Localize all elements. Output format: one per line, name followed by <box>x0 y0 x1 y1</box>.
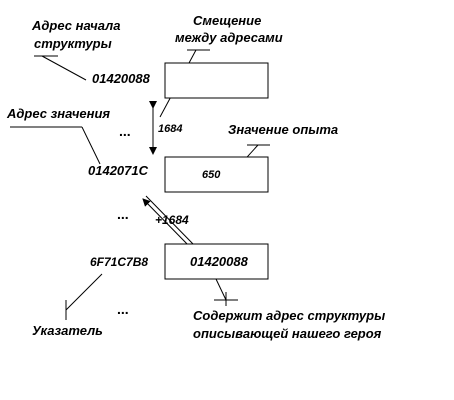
contains-leader <box>215 278 227 301</box>
offset-label-line2: между адресами <box>175 30 283 45</box>
offset-value: 1684 <box>158 123 182 135</box>
struct-start-leader <box>41 55 87 81</box>
pointer-cell-text: 01420088 <box>190 254 249 269</box>
value-cell-text: 650 <box>202 169 221 181</box>
value-cell <box>164 156 269 193</box>
value-address-label: Адрес значения <box>6 106 110 121</box>
pointer-label: Указатель <box>32 323 103 338</box>
struct-address: 01420088 <box>92 71 151 86</box>
contains-label-line1: Содержит адрес структуры <box>193 308 385 323</box>
struct-start-label-line1: Адрес начала <box>31 18 120 33</box>
plus-offset-arrow-line1 <box>145 195 196 247</box>
plus-offset-arrow-line2 <box>142 198 193 250</box>
struct-cell <box>164 62 269 99</box>
pointer-leader <box>65 273 103 311</box>
value-address: 0142071C <box>88 163 149 178</box>
pointer-address: 6F71C7B8 <box>90 255 148 269</box>
struct-start-label-line2: структуры <box>34 36 112 51</box>
value-address-leader <box>81 126 101 165</box>
ellipsis-1: ... <box>119 123 131 139</box>
ellipsis-2: ... <box>117 206 129 222</box>
ellipsis-3: ... <box>117 301 129 317</box>
offset-label-line1: Смещение <box>193 13 261 28</box>
plus-offset-value: +1684 <box>155 213 189 227</box>
exp-value-label: Значение опыта <box>228 122 338 137</box>
contains-label-line2: описывающей нашего героя <box>193 326 382 341</box>
